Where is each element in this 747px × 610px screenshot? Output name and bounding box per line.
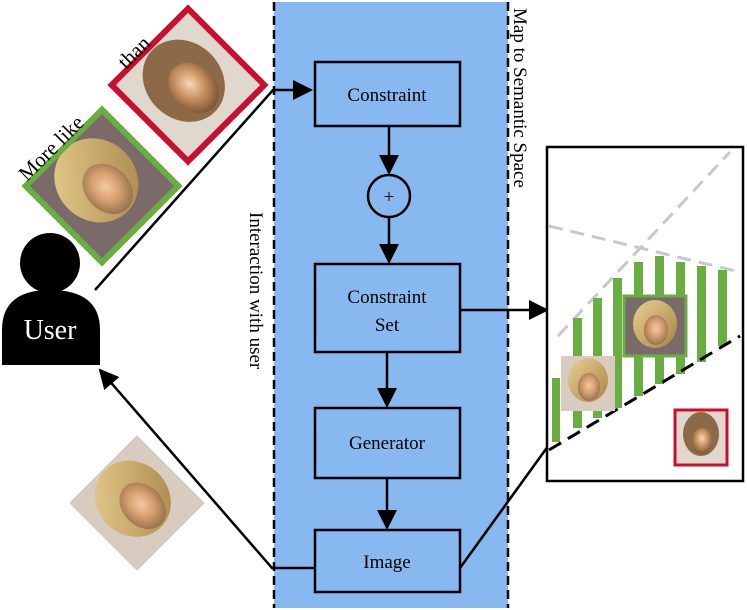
constraint-set-label-line1: Constraint: [347, 287, 427, 308]
image-box: Image: [313, 528, 462, 594]
constraint-box-label: Constraint: [347, 85, 427, 106]
semantic-space-panel: [545, 145, 745, 483]
arrow-user-to-constraint: [94, 80, 313, 291]
generator-box-label: Generator: [349, 433, 426, 454]
generated-face-image: [69, 435, 205, 571]
interaction-with-user-label: Interaction with user: [245, 212, 266, 370]
semantic-generated-face: [561, 356, 615, 411]
semantic-negative-face: [673, 408, 729, 467]
user-icon: User: [2, 233, 100, 365]
constraint-set-box: Constraint Set: [313, 262, 462, 354]
semantic-boundary-gray-2: [548, 224, 741, 274]
plus-node: +: [366, 173, 412, 219]
map-to-semantic-space-label: Map to Semantic Space: [509, 8, 530, 188]
arrow-image-to-user: [98, 368, 315, 570]
constraint-set-label-line2: Set: [375, 315, 400, 336]
semantic-boundary-black: [548, 334, 741, 452]
than-face-image: [107, 4, 269, 166]
user-label: User: [24, 315, 78, 346]
plus-symbol: +: [384, 187, 395, 208]
more-like-face-image: [21, 105, 183, 267]
semantic-positive-face: [622, 294, 688, 358]
constraint-box: Constraint: [313, 60, 462, 128]
semantic-boundary-gray-1: [556, 150, 732, 338]
generator-box: Generator: [313, 406, 462, 480]
image-box-label: Image: [363, 552, 410, 573]
